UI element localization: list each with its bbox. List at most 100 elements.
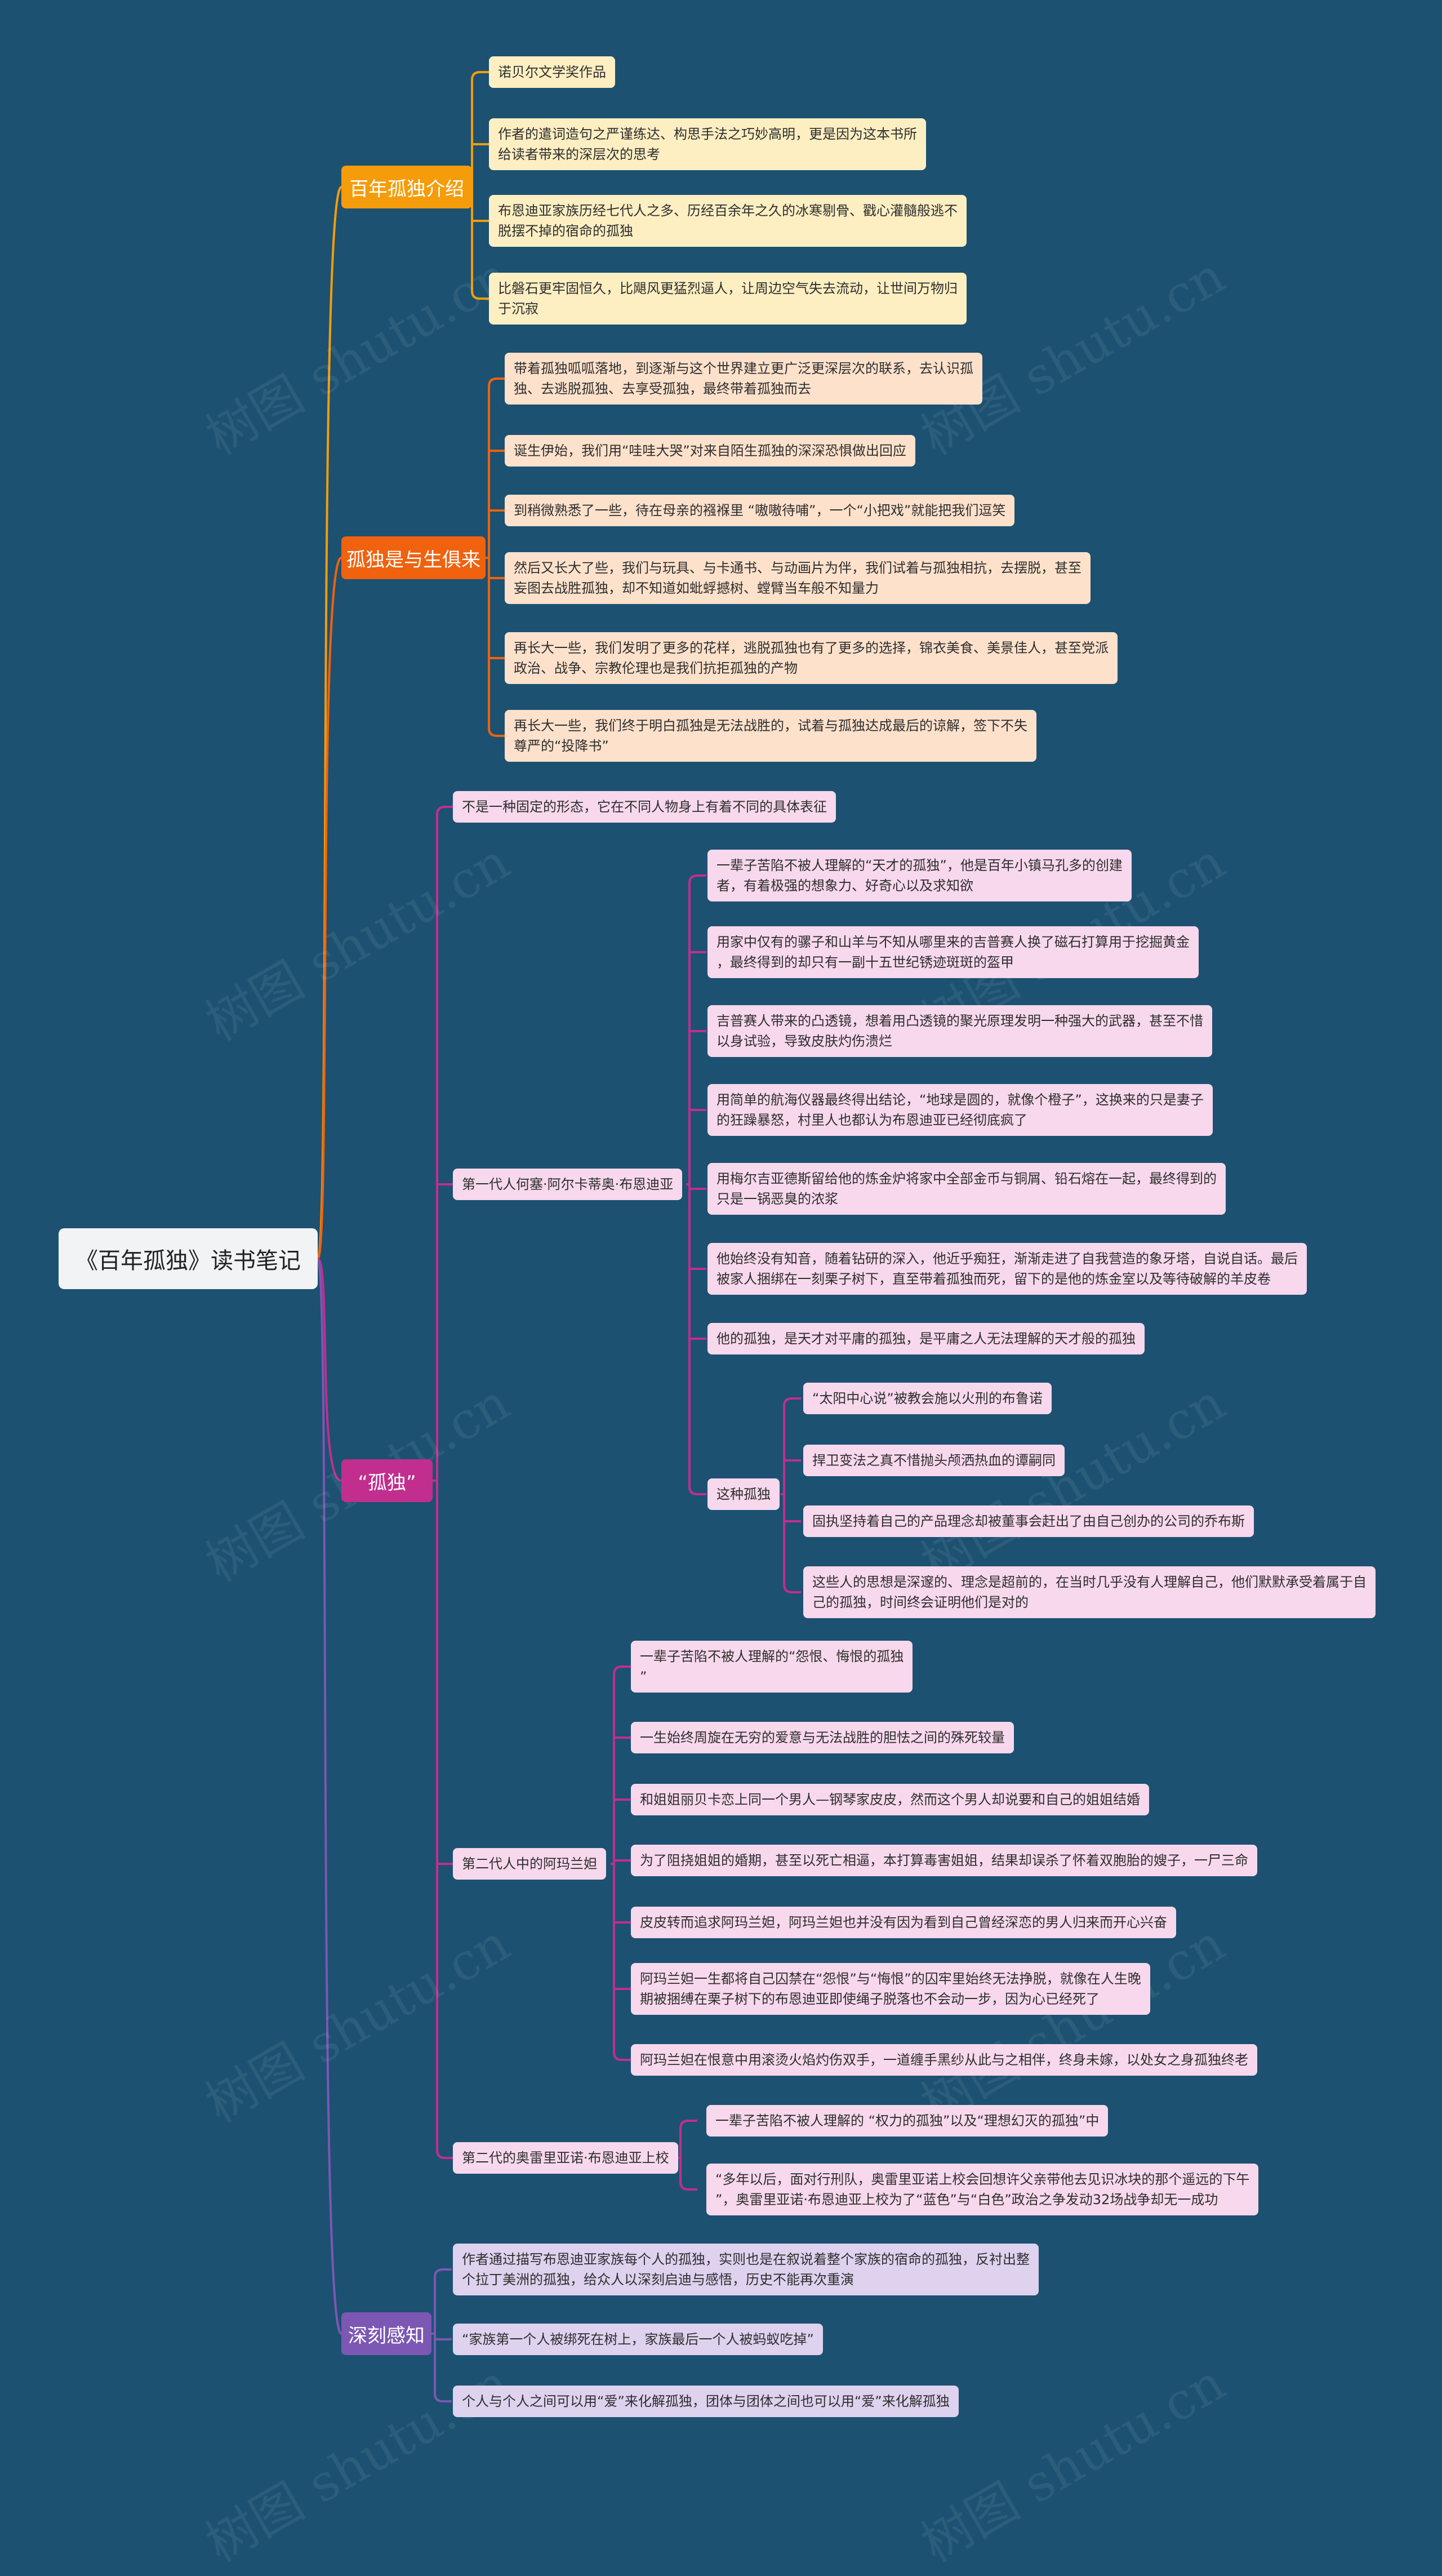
- leaf-node: 个人与个人之间可以用“爱”来化解孤独，团体与团体之间也可以用“爱”来化解孤独: [453, 2386, 959, 2417]
- node-text-line: 个人与个人之间可以用“爱”来化解孤独，团体与团体之间也可以用“爱”来化解孤独: [462, 2393, 950, 2409]
- node-text-line: 阿玛兰妲在恨意中用滚烫火焰灼伤双手，一道缠手黑纱从此与之相伴，终身未嫁，以处女之…: [640, 2052, 1248, 2068]
- node-text-line: 到稍微熟悉了一些，待在母亲的襁褓里 “嗷嗷待哺”，一个“小把戏”就能把我们逗笑: [514, 503, 1006, 518]
- leaf-node: 固执坚持着自己的产品理念却被董事会赶出了由自己创办的公司的乔布斯: [803, 1505, 1254, 1537]
- leaf-node: “家族第一个人被绑死在树上，家族最后一个人被蚂蚁吃掉”: [453, 2324, 823, 2355]
- node-text-line: 用简单的航海仪器最终得出结论，“地球是圆的，就像个橙子”，这换来的只是妻子: [716, 1092, 1204, 1108]
- node-text-line: 尊严的“投降书”: [514, 738, 609, 754]
- node-text-line: 期被捆缚在栗子树下的布恩迪亚即使绳子脱落也不会动一步，因为心已经死了: [640, 1991, 1100, 2007]
- leaf-node: 一生始终周旋在无穷的爱意与无法战胜的胆怯之间的殊死较量: [631, 1722, 1014, 1753]
- leaf-node: 用家中仅有的骡子和山羊与不知从哪里来的吉普赛人换了磁石打算用于挖掘黄金 ，最终得到…: [707, 926, 1199, 978]
- root-title: 《百年孤独》读书笔记: [59, 1228, 318, 1289]
- node-text-line: 政治、战争、宗教伦理也是我们抗拒孤独的产物: [514, 660, 798, 676]
- node-text-line: “太阳中心说”被教会施以火刑的布鲁诺: [812, 1391, 1043, 1406]
- node-text-line: 吉普赛人带来的凸透镜，想着用凸透镜的聚光原理发明一种强大的武器，甚至不惜: [716, 1013, 1203, 1029]
- leaf-node: 一辈子苦陷不被人理解的“天才的孤独”，他是百年小镇马孔多的创建者，有着极强的想象…: [707, 850, 1132, 901]
- connector-line: [436, 806, 454, 815]
- node-text-line: “家族第一个人被绑死在树上，家族最后一个人被蚂蚁吃掉”: [462, 2331, 814, 2347]
- node-text-line: 者，有着极强的想象力、好奇心以及求知欲: [716, 878, 973, 894]
- node-text-line: 作者的遣词造句之严谨练达、构思手法之巧妙高明，更是因为这本书所: [498, 126, 917, 142]
- subtopic-gen2a: 第二代人中的阿玛兰妲: [453, 1848, 606, 1880]
- node-text-line: 己的孤独，时间终会证明他们是对的: [812, 1595, 1029, 1610]
- node-text-line: ”: [640, 1669, 647, 1685]
- node-text-line: 一辈子苦陷不被人理解的“天才的孤独”，他是百年小镇马孔多的创建: [716, 858, 1123, 873]
- node-text-line: 为了阻挠姐姐的婚期，甚至以死亡相逼，本打算毒害姐姐，结果却误杀了怀着双胞胎的嫂子…: [640, 1853, 1248, 1868]
- node-text-line: 被家人捆绑在一刻栗子树下，直至带着孤独而死，留下的是他的炼金室以及等待破解的羊皮…: [716, 1271, 1271, 1287]
- connector-line: [317, 1258, 342, 2335]
- node-text-line: 独、去逃脱孤独、去享受孤独，最终带着孤独而去: [514, 381, 811, 397]
- node-text-line: 诺贝尔文学奖作品: [498, 64, 606, 80]
- node-text-line: 固执坚持着自己的产品理念却被董事会赶出了由自己创办的公司的乔布斯: [812, 1513, 1245, 1529]
- leaf-node: 他的孤独，是天才对平庸的孤独，是平庸之人无法理解的天才般的孤独: [707, 1323, 1145, 1354]
- branch-born: 孤独是与生俱来: [341, 536, 486, 579]
- connector-line: [434, 2268, 452, 2278]
- node-text-line: 给读者带来的深层次的思考: [498, 146, 660, 162]
- leaf-node: “太阳中心说”被教会施以火刑的布鲁诺: [803, 1383, 1052, 1414]
- node-text-line: 不是一种固定的形态，它在不同人物身上有着不同的具体表征: [462, 799, 827, 815]
- leaf-node: 比磐石更牢固恒久，比飓风更猛烈逼人，让周边空气失去流动，让世间万物归于沉寂: [489, 273, 967, 325]
- node-text-line: 和姐姐丽贝卡恋上同一个男人—钢琴家皮皮，然而这个男人却说要和自己的姐姐结婚: [640, 1792, 1140, 1807]
- connector-line: [613, 1665, 631, 1675]
- subtopic-gen1: 第一代人何塞·阿尔卡蒂奥·布恩迪亚: [453, 1169, 683, 1200]
- connector-line: [488, 377, 506, 387]
- node-text-line: 带着孤独呱呱落地，到逐渐与这个世界建立更广泛更深层次的联系，去认识孤: [514, 361, 973, 376]
- node-text-line: 以身试验，导致皮肤灼伤溃烂: [716, 1033, 892, 1049]
- leaf-node: 为了阻挠姐姐的婚期，甚至以死亡相逼，本打算毒害姐姐，结果却误杀了怀着双胞胎的嫂子…: [631, 1845, 1257, 1876]
- connector-line: [317, 186, 342, 1260]
- subtopic-gen2b: 第二代的奥雷里亚诺·布恩迪亚上校: [453, 2142, 678, 2174]
- leaf-node: 带着孤独呱呱落地，到逐渐与这个世界建立更广泛更深层次的联系，去认识孤独、去逃脱孤…: [505, 353, 982, 405]
- node-text-line: 皮皮转而追求阿玛兰妲，阿玛兰妲也并没有因为看到自己曾经深恋的男人归来而开心兴奋: [640, 1915, 1167, 1930]
- node-text-line: 他的孤独，是天才对平庸的孤独，是平庸之人无法理解的天才般的孤独: [716, 1331, 1136, 1347]
- branch-lonely: “孤独”: [341, 1459, 433, 1502]
- subtopic-kind: 这种孤独: [707, 1478, 780, 1510]
- node-text-line: 比磐石更牢固恒久，比飓风更猛烈逼人，让周边空气失去流动，让世间万物归: [498, 281, 958, 296]
- node-text-line: 再长大一些，我们发明了更多的花样，逃脱孤独也有了更多的选择，锦衣美食、美景佳人，…: [514, 640, 1109, 656]
- node-text-line: 一辈子苦陷不被人理解的“怨恨、悔恨的孤独: [640, 1649, 904, 1664]
- node-text-line: 于沉寂: [498, 301, 538, 317]
- node-text-line: 然后又长大了些，我们与玩具、与卡通书、与动画片为伴，我们试着与孤独相抗，去摆脱，…: [514, 560, 1082, 576]
- leaf-node: 阿玛兰妲一生都将自己囚禁在“怨恨”与“悔恨”的囚牢里始终无法挣脱，就像在人生晚期…: [631, 1963, 1150, 2015]
- node-text-line: 他始终没有知音，随着钻研的深入，他近乎痴狂，渐渐走进了自我营造的象牙塔，自说自话…: [716, 1251, 1298, 1267]
- leaf-node: 再长大一些，我们发明了更多的花样，逃脱孤独也有了更多的选择，锦衣美食、美景佳人，…: [505, 632, 1118, 684]
- node-text-line: 再长大一些，我们终于明白孤独是无法战胜的，试着与孤独达成最后的谅解，签下不失: [514, 718, 1027, 734]
- leaf-node: 不是一种固定的形态，它在不同人物身上有着不同的具体表征: [453, 791, 836, 823]
- leaf-node: 一辈子苦陷不被人理解的 “权力的孤独”以及“理想幻灭的孤独”中: [706, 2105, 1109, 2137]
- node-text-line: 的狂躁暴怒，村里人也都认为布恩迪亚已经彻底疯了: [716, 1112, 1027, 1128]
- leaf-node: 用简单的航海仪器最终得出结论，“地球是圆的，就像个橙子”，这换来的只是妻子的狂躁…: [707, 1084, 1213, 1136]
- leaf-node: 诞生伊始，我们用“哇哇大哭”对来自陌生孤独的深深恐惧做出回应: [505, 435, 915, 467]
- node-text-line: 用家中仅有的骡子和山羊与不知从哪里来的吉普赛人换了磁石打算用于挖掘黄金: [716, 934, 1190, 950]
- connector-line: [317, 1258, 342, 1482]
- connector-line: [613, 2051, 631, 2061]
- node-text-line: 诞生伊始，我们用“哇哇大哭”对来自陌生孤独的深深恐惧做出回应: [514, 443, 906, 459]
- leaf-node: 吉普赛人带来的凸透镜，想着用凸透镜的聚光原理发明一种强大的武器，甚至不惜以身试验…: [707, 1005, 1212, 1057]
- node-text-line: 妄图去战胜孤独，却不知道如蚍蜉撼树、螳臂当车般不知量力: [514, 580, 879, 596]
- node-text-line: 捍卫变法之真不惜抛头颅洒热血的谭嗣同: [812, 1453, 1056, 1468]
- leaf-node: 作者通过描写布恩迪亚家族每个人的孤独，实则也是在叙说着整个家族的宿命的孤独，反衬…: [453, 2244, 1039, 2295]
- leaf-node: 然后又长大了些，我们与玩具、与卡通书、与动画片为伴，我们试着与孤独相抗，去摆脱，…: [505, 552, 1091, 604]
- node-text-line: 脱摆不掉的宿命的孤独: [498, 223, 633, 239]
- branch-intro: 百年孤独介绍: [341, 166, 472, 208]
- node-text-line: ，最终得到的却只有一副十五世纪锈迹斑斑的盔甲: [716, 954, 1014, 970]
- leaf-node: 阿玛兰妲在恨意中用滚烫火焰灼伤双手，一道缠手黑纱从此与之相伴，终身未嫁，以处女之…: [631, 2044, 1257, 2076]
- connector-line: [317, 557, 342, 1260]
- connector-line: [688, 874, 706, 884]
- node-text-line: “多年以后，面对行刑队，奥雷里亚诺上校会回想许父亲带他去见识冰块的那个遥远的下午: [715, 2171, 1250, 2187]
- leaf-node: 再长大一些，我们终于明白孤独是无法战胜的，试着与孤独达成最后的谅解，签下不失尊严…: [505, 710, 1036, 762]
- node-text-line: 个拉丁美洲的孤独，给众人以深刻启迪与感悟，历史不能再次重演: [462, 2272, 854, 2288]
- connector-line: [436, 2149, 454, 2159]
- node-text-line: 这些人的思想是深邃的、理念是超前的，在当时几乎没有人理解自己，他们默默承受着属于…: [812, 1574, 1367, 1590]
- node-text-line: ”，奥雷里亚诺·布恩迪亚上校为了“蓝色”与“白色”政治之争发动32场战争却无一成…: [715, 2192, 1218, 2208]
- leaf-node: 布恩迪亚家族历经七代人之多、历经百余年之久的冰寒剔骨、戳心灌髓般逃不脱摆不掉的宿…: [489, 195, 967, 247]
- branch-feeling: 深刻感知: [341, 2312, 431, 2355]
- connector-line: [679, 2181, 697, 2191]
- connector-line: [783, 1584, 801, 1593]
- leaf-node: 和姐姐丽贝卡恋上同一个男人—钢琴家皮皮，然而这个男人却说要和自己的姐姐结婚: [631, 1784, 1149, 1815]
- leaf-node: 他始终没有知音，随着钻研的深入，他近乎痴狂，渐渐走进了自我营造的象牙塔，自说自话…: [707, 1243, 1307, 1295]
- leaf-node: 一辈子苦陷不被人理解的“怨恨、悔恨的孤独 ”: [631, 1641, 913, 1693]
- connector-line: [688, 1486, 706, 1495]
- leaf-node: “多年以后，面对行刑队，奥雷里亚诺上校会回想许父亲带他去见识冰块的那个遥远的下午…: [706, 2164, 1259, 2215]
- leaf-node: 皮皮转而追求阿玛兰妲，阿玛兰妲也并没有因为看到自己曾经深恋的男人归来而开心兴奋: [631, 1907, 1176, 1938]
- node-text-line: 阿玛兰妲一生都将自己囚禁在“怨恨”与“悔恨”的囚牢里始终无法挣脱，就像在人生晚: [640, 1971, 1141, 1987]
- leaf-node: 到稍微熟悉了一些，待在母亲的襁褓里 “嗷嗷待哺”，一个“小把戏”就能把我们逗笑: [505, 495, 1015, 526]
- connector-line: [471, 290, 489, 300]
